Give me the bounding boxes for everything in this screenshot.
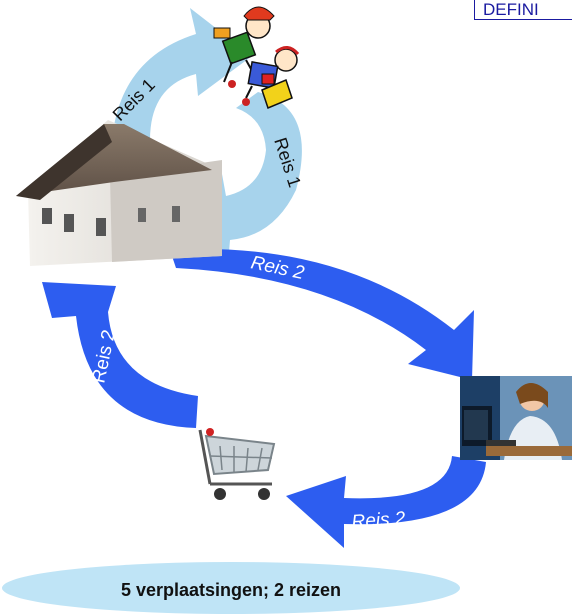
trip1-out-arrow (112, 8, 252, 140)
trip2-cart-house-arrow (42, 282, 198, 428)
trip2-office-cart-label: Reis 2 (351, 508, 407, 533)
playing-kids-icon (213, 6, 300, 110)
trip2-house-office-arrow (170, 249, 474, 380)
house-icon (16, 120, 222, 266)
trip2-office-cart-arrow (286, 456, 486, 548)
definition-label: DEFINI (474, 0, 572, 20)
summary-text: 5 verplaatsingen; 2 reizen (120, 580, 342, 600)
office-worker-icon (460, 376, 572, 460)
shopping-cart-icon (198, 428, 276, 500)
